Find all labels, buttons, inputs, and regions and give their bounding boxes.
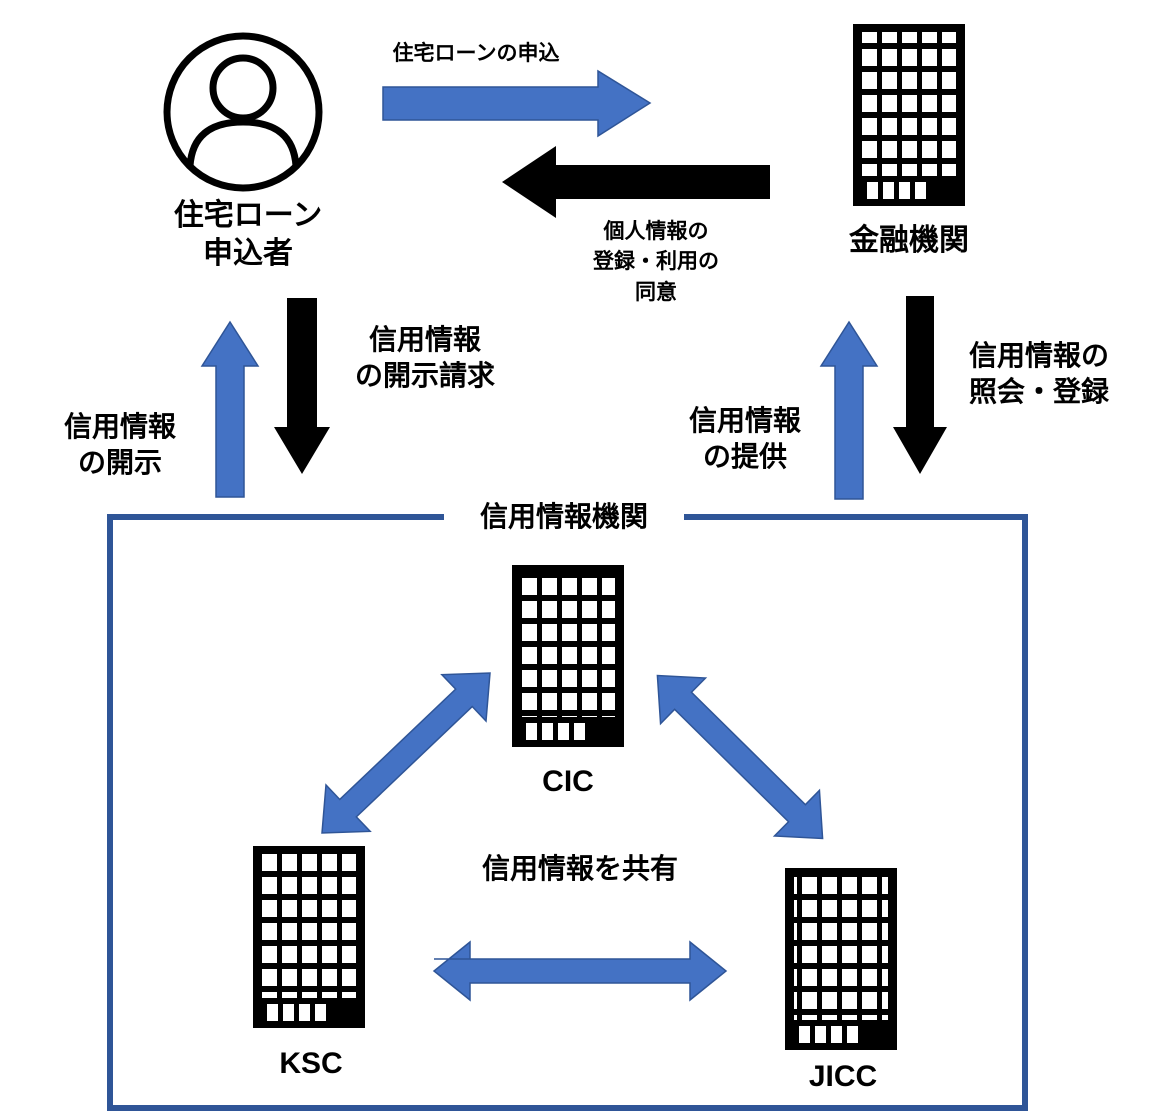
inquiry-registration-label: 信用情報の 照会・登録 [968,339,1109,409]
disclosure-arrow [200,320,260,498]
disclosure-label: 信用情報 の開示 [63,410,176,480]
jicc-label: JICC [808,1060,878,1093]
provision-label: 信用情報 の提供 [688,404,801,474]
consent-label: 個人情報の 登録・利用の 同意 [593,219,719,304]
ksc-label: KSC [279,1047,343,1080]
bank-label: 金融機関 [849,223,969,258]
person-icon [163,32,323,192]
loan-application-label: 住宅ローンの申込 [392,41,560,65]
agency-box-title: 信用情報機関 [444,499,684,536]
loan-application-arrow [382,69,652,138]
cic-building-icon [512,565,624,747]
cic-jicc-double-arrow [656,674,824,840]
jicc-building-icon [785,868,897,1050]
disclosure-request-arrow [274,298,330,474]
ksc-building-icon [253,846,365,1028]
applicant-label: 住宅ローン 申込者 [173,198,323,271]
cic-label: CIC [542,765,594,798]
cic-ksc-double-arrow [321,672,491,834]
inquiry-registration-arrow [893,296,947,474]
disclosure-request-label: 信用情報 の開示請求 [354,323,495,393]
consent-arrow [502,146,770,218]
ksc-jicc-double-arrow [432,940,728,1002]
bank-building-icon [853,24,965,206]
provision-arrow [819,320,879,500]
sharing-label: 信用情報を共有 [481,852,678,885]
